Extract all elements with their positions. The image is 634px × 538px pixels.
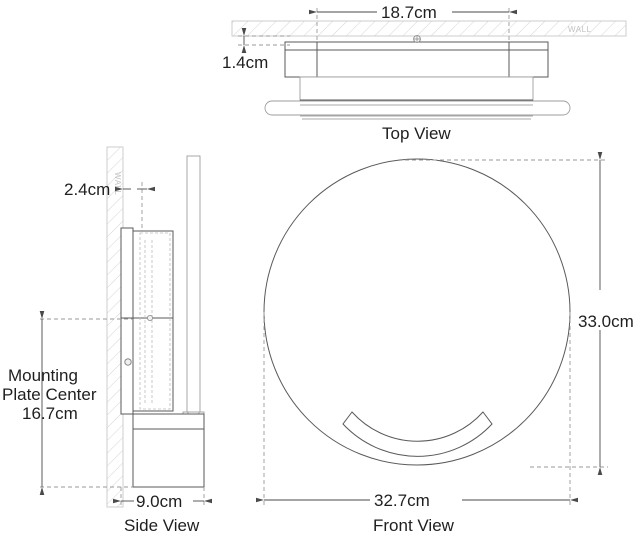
top-view-neck xyxy=(299,76,534,101)
front-bottom-arc-band xyxy=(342,411,493,457)
front-view: 33.0cm 32.7cm Front View xyxy=(256,152,634,535)
top-wall-label: WALL xyxy=(568,25,592,34)
side-wall-label: WALL xyxy=(113,172,122,196)
top-view: WALL 18.7cm xyxy=(222,3,627,143)
side-mount-center-dimension: Mounting Plate Center 16.7cm xyxy=(2,311,133,495)
front-height-dimension: 33.0cm xyxy=(405,152,634,475)
top-view-shade xyxy=(264,99,571,120)
top-view-label: Top View xyxy=(382,124,451,143)
side-mount-caption-2: Plate Center xyxy=(2,385,97,404)
front-height-value: 33.0cm xyxy=(578,312,634,331)
side-view-housing xyxy=(120,227,174,415)
top-width-value: 18.7cm xyxy=(381,3,437,22)
front-shade-circle xyxy=(263,158,571,466)
side-view-shade-arm xyxy=(182,155,205,430)
top-depth-value: 1.4cm xyxy=(222,53,268,72)
side-mount-caption-1: Mounting xyxy=(8,366,78,385)
top-view-body xyxy=(284,35,549,78)
front-width-dimension: 32.7cm xyxy=(256,312,578,510)
side-wall-offset-dimension: 2.4cm xyxy=(64,180,155,232)
front-view-label: Front View xyxy=(373,516,455,535)
side-wall-offset-value: 2.4cm xyxy=(64,180,110,199)
top-view-wall: WALL xyxy=(231,20,627,37)
side-view-base xyxy=(132,413,205,488)
side-mounting-screw-icon xyxy=(124,358,132,366)
side-mount-center-value: 16.7cm xyxy=(22,404,78,423)
side-view: WALL 2.4cm xyxy=(2,146,212,535)
side-projection-dimension: 9.0cm xyxy=(113,487,212,511)
top-width-dimension: 18.7cm xyxy=(309,3,517,40)
side-view-label: Side View xyxy=(124,516,200,535)
front-width-value: 32.7cm xyxy=(374,491,430,510)
side-view-wall: WALL xyxy=(106,146,124,508)
side-center-screw-icon xyxy=(146,314,153,321)
top-depth-dimension: 1.4cm xyxy=(222,28,290,72)
side-projection-value: 9.0cm xyxy=(136,492,182,511)
